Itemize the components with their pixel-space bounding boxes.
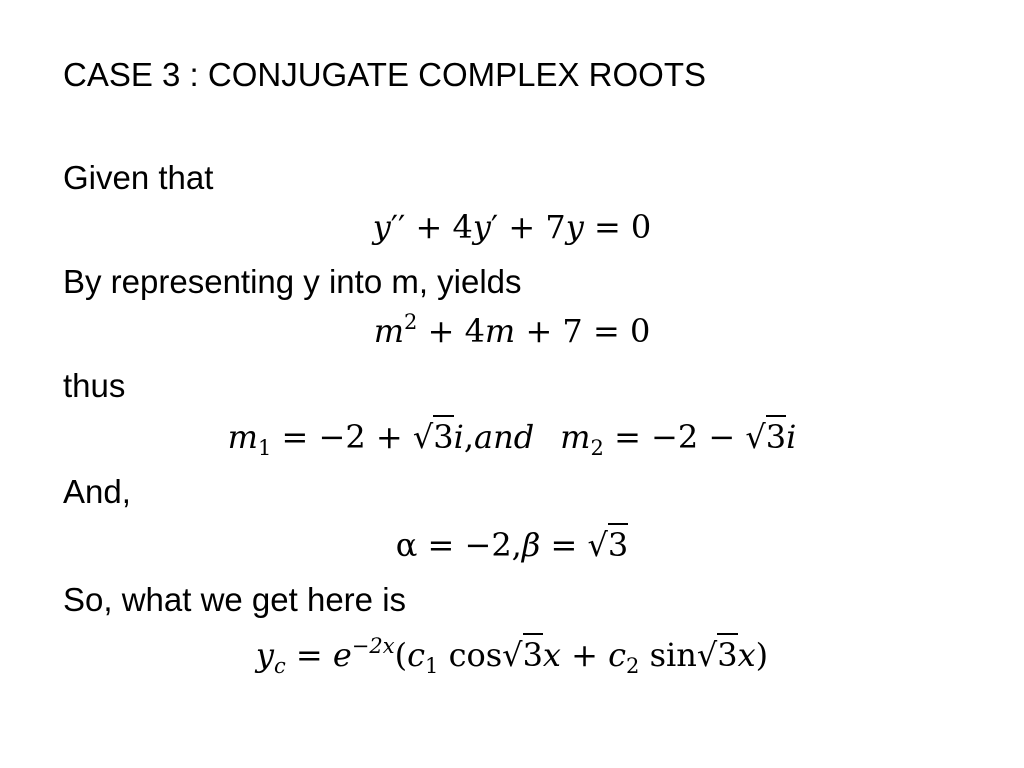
eq5-open: (: [394, 636, 408, 674]
eq2-term-4: + 4: [417, 312, 485, 350]
eq5-c1: c: [407, 636, 426, 674]
eq5-eq: =: [285, 636, 333, 674]
differential-equation: y′′ + 4y′ + 7y = 0: [0, 206, 1024, 248]
eq3-m1: m: [227, 418, 258, 456]
eq1-double-prime: ′′: [390, 208, 406, 246]
eq5-e: e: [332, 636, 352, 674]
thus-label: thus: [63, 367, 126, 404]
eq5-sin: sin: [639, 636, 697, 674]
eq2-m: m: [373, 312, 405, 350]
eq5-c2: c: [608, 636, 627, 674]
eq1-y2: y: [472, 208, 491, 246]
slide-title: CASE 3 : CONJUGATE COMPLEX ROOTS: [63, 56, 707, 93]
eq3-radicand2: 3: [765, 415, 787, 456]
eq3-i1: i: [453, 418, 464, 456]
eq1-term-4: + 4: [405, 208, 473, 246]
eq4-part2: =: [540, 526, 588, 564]
eq1-prime: ′: [490, 208, 499, 246]
general-solution-equation: yc = e−2x(c1 cos√3x + c2 sin√3x): [0, 633, 1024, 678]
eq4-part1: = −2,: [417, 526, 522, 564]
eq3-comma: ,: [463, 418, 474, 456]
eq4-radicand: 3: [607, 523, 629, 564]
eq1-y3: y: [565, 208, 584, 246]
eq5-exponent: −2x: [351, 634, 395, 658]
eq3-i2: i: [786, 418, 797, 456]
eq3-radicand1: 3: [433, 415, 454, 456]
given-label: Given that: [63, 159, 214, 196]
eq5-cos: cos: [438, 636, 503, 674]
eq3-m2: m: [560, 418, 591, 456]
eq5-radicand2: 3: [717, 633, 738, 674]
eq5-x2: x: [737, 636, 756, 674]
sqrt-symbol: √3: [588, 523, 629, 566]
eq5-radicand1: 3: [522, 633, 543, 674]
eq5-y: y: [255, 636, 274, 674]
represent-label: By representing y into m, yields: [63, 263, 522, 300]
eq3-part1: = −2 +: [271, 418, 413, 456]
eq3-part2: = −2 −: [603, 418, 746, 456]
eq1-term-7: + 7: [498, 208, 566, 246]
eq5-plus: +: [560, 636, 609, 674]
eq5-x1: x: [542, 636, 561, 674]
eq2-rhs: + 7 = 0: [515, 312, 651, 350]
eq4-alpha: α: [395, 526, 418, 564]
eq3-sub1: 1: [257, 436, 272, 460]
eq5-sub1: 1: [425, 654, 439, 678]
eq1-y: y: [372, 208, 391, 246]
eq5-sub-c: c: [273, 654, 286, 678]
so-label: So, what we get here is: [63, 581, 407, 618]
sqrt-symbol: √3: [502, 633, 543, 676]
eq1-rhs: = 0: [583, 208, 652, 246]
eq3-sub2: 2: [590, 436, 604, 460]
eq3-and: and: [474, 418, 535, 456]
sqrt-symbol: √3: [413, 415, 454, 458]
alpha-beta-equation: α = −2,β = √3: [0, 523, 1024, 566]
eq5-sub2: 2: [626, 654, 640, 678]
eq2-m2: m: [484, 312, 516, 350]
eq2-square: 2: [404, 310, 418, 334]
sqrt-symbol: √3: [697, 633, 738, 676]
eq4-beta: β: [521, 526, 541, 564]
and-label: And,: [63, 473, 131, 510]
characteristic-equation: m2 + 4m + 7 = 0: [0, 310, 1024, 352]
eq5-close: ): [755, 636, 769, 674]
sqrt-symbol: √3: [745, 415, 787, 458]
